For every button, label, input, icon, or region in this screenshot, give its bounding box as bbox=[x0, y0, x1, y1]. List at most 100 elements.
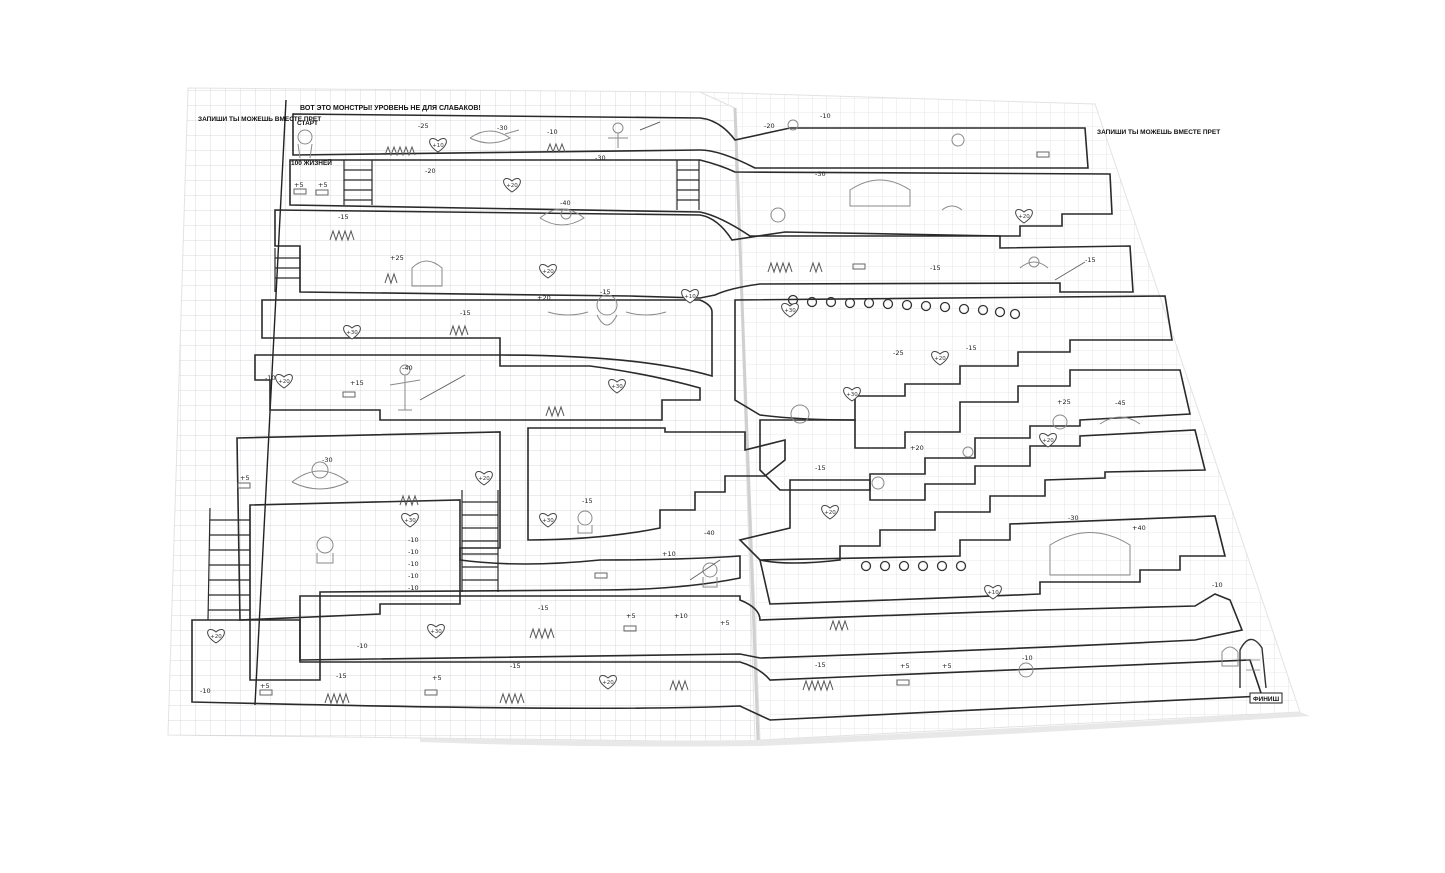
score-label: +20 bbox=[910, 444, 924, 452]
spike-trap-icon bbox=[384, 145, 416, 157]
score-label: +15 bbox=[350, 379, 364, 387]
monster-icon bbox=[951, 133, 965, 147]
ring-icon bbox=[920, 300, 932, 312]
score-label: -20 bbox=[425, 167, 436, 175]
score-label: -10 bbox=[408, 548, 419, 556]
score-label: -30 bbox=[595, 154, 606, 162]
chest-icon bbox=[293, 188, 307, 195]
ring-icon bbox=[879, 560, 891, 572]
heart-icon: +20 bbox=[1039, 433, 1057, 448]
spike-trap-icon bbox=[529, 627, 555, 640]
heart-value: +20 bbox=[934, 356, 946, 362]
score-label: -10 bbox=[408, 584, 419, 592]
monster-icon bbox=[411, 260, 443, 287]
score-label: +20 bbox=[537, 294, 551, 302]
heart-icon: +20 bbox=[599, 675, 617, 690]
ladder-icon bbox=[207, 507, 251, 621]
heart-value: +30 bbox=[346, 330, 358, 336]
score-label: -15 bbox=[1085, 256, 1096, 264]
score-label: +5 bbox=[942, 662, 952, 670]
score-label: -40 bbox=[704, 529, 715, 537]
sword-icon bbox=[419, 374, 466, 401]
monster-icon bbox=[1221, 646, 1239, 667]
chest-icon bbox=[1036, 151, 1050, 158]
monster-icon bbox=[389, 364, 421, 411]
finish-box bbox=[1249, 692, 1283, 704]
ladders bbox=[207, 160, 700, 621]
ring-icon bbox=[936, 560, 948, 572]
heart-icon: +30 bbox=[843, 387, 861, 402]
ladder-icon bbox=[343, 160, 373, 205]
heart-value: +30 bbox=[542, 518, 554, 524]
monster-icon bbox=[1019, 256, 1049, 269]
heart-value: +30 bbox=[784, 308, 796, 314]
heart-value: +30 bbox=[404, 518, 416, 524]
ring-icon bbox=[917, 560, 929, 572]
spike-trap-icon bbox=[449, 324, 469, 337]
left-side-note: ЗАПИШИ ТЫ МОЖЕШЬ ВМЕСТЕ ПРЕТ bbox=[198, 116, 321, 123]
monster-icon bbox=[1052, 414, 1141, 430]
ring-icon bbox=[806, 296, 818, 308]
right-page bbox=[699, 91, 1301, 741]
score-label: -10 bbox=[408, 536, 419, 544]
hearts-layer: +10 +20 +20 +30 +20 +30 +20 +30 +30 +20 +30 +20 +10 +… bbox=[207, 138, 1057, 690]
ring-icon bbox=[860, 560, 872, 572]
score-label: -15 bbox=[600, 288, 611, 296]
score-label: -25 bbox=[418, 122, 429, 130]
score-label: -30 bbox=[1068, 514, 1079, 522]
door-icon bbox=[1239, 638, 1267, 689]
score-label: -20 bbox=[764, 122, 775, 130]
heart-value: +20 bbox=[478, 476, 490, 482]
heart-icon: +10 bbox=[681, 289, 699, 304]
score-label: +5 bbox=[720, 619, 730, 627]
heart-icon: +20 bbox=[475, 471, 493, 486]
chest-icon bbox=[852, 263, 866, 270]
spike-trap-icon bbox=[802, 679, 834, 692]
heart-icon: +20 bbox=[207, 629, 225, 644]
heart-value: +20 bbox=[278, 379, 290, 385]
monster-icon bbox=[577, 510, 593, 534]
monster-icon bbox=[547, 294, 667, 326]
score-label: -30 bbox=[815, 170, 826, 178]
monster-icon bbox=[469, 129, 520, 144]
monster-icon bbox=[770, 207, 786, 223]
chest-icon bbox=[424, 689, 438, 696]
finish-label: ФИНИШ bbox=[1253, 696, 1280, 703]
chest-icon bbox=[315, 189, 329, 196]
score-label: -45 bbox=[1115, 399, 1126, 407]
score-label: -10 bbox=[1212, 581, 1223, 589]
score-label: -10 bbox=[200, 687, 211, 695]
score-label: +10 bbox=[662, 550, 676, 558]
page-edge bbox=[420, 712, 1310, 747]
ladder-icon bbox=[461, 490, 499, 592]
spike-trap-icon bbox=[399, 494, 419, 507]
score-label: -10 bbox=[408, 560, 419, 568]
monster-icon bbox=[297, 129, 313, 159]
heart-icon: +30 bbox=[781, 303, 799, 318]
score-label: -10 bbox=[265, 374, 276, 382]
score-label: -15 bbox=[815, 661, 826, 669]
score-label: +5 bbox=[260, 682, 270, 690]
score-label: +25 bbox=[1057, 398, 1071, 406]
score-label: -10 bbox=[357, 642, 368, 650]
sword-icon bbox=[639, 121, 661, 131]
monster-icon bbox=[787, 119, 799, 131]
score-label: -10 bbox=[408, 572, 419, 580]
score-label: -40 bbox=[402, 364, 413, 372]
chest-icon bbox=[896, 679, 910, 686]
chest-icon bbox=[237, 482, 251, 489]
start-label: СТАРТ bbox=[297, 120, 318, 127]
score-label: -30 bbox=[497, 124, 508, 132]
sword-icon bbox=[1054, 261, 1086, 281]
right-side-note: ЗАПИШИ ТЫ МОЖЕШЬ ВМЕСТЕ ПРЕТ bbox=[1097, 129, 1220, 136]
score-label: -15 bbox=[538, 604, 549, 612]
heart-icon: +30 bbox=[608, 379, 626, 394]
spike-trap-icon bbox=[829, 619, 849, 632]
monster-icon bbox=[871, 476, 885, 490]
score-label: -10 bbox=[820, 112, 831, 120]
heart-icon: +30 bbox=[427, 624, 445, 639]
spike-trap-icon bbox=[324, 692, 350, 705]
score-label: -15 bbox=[930, 264, 941, 272]
heart-value: +20 bbox=[1018, 214, 1030, 220]
